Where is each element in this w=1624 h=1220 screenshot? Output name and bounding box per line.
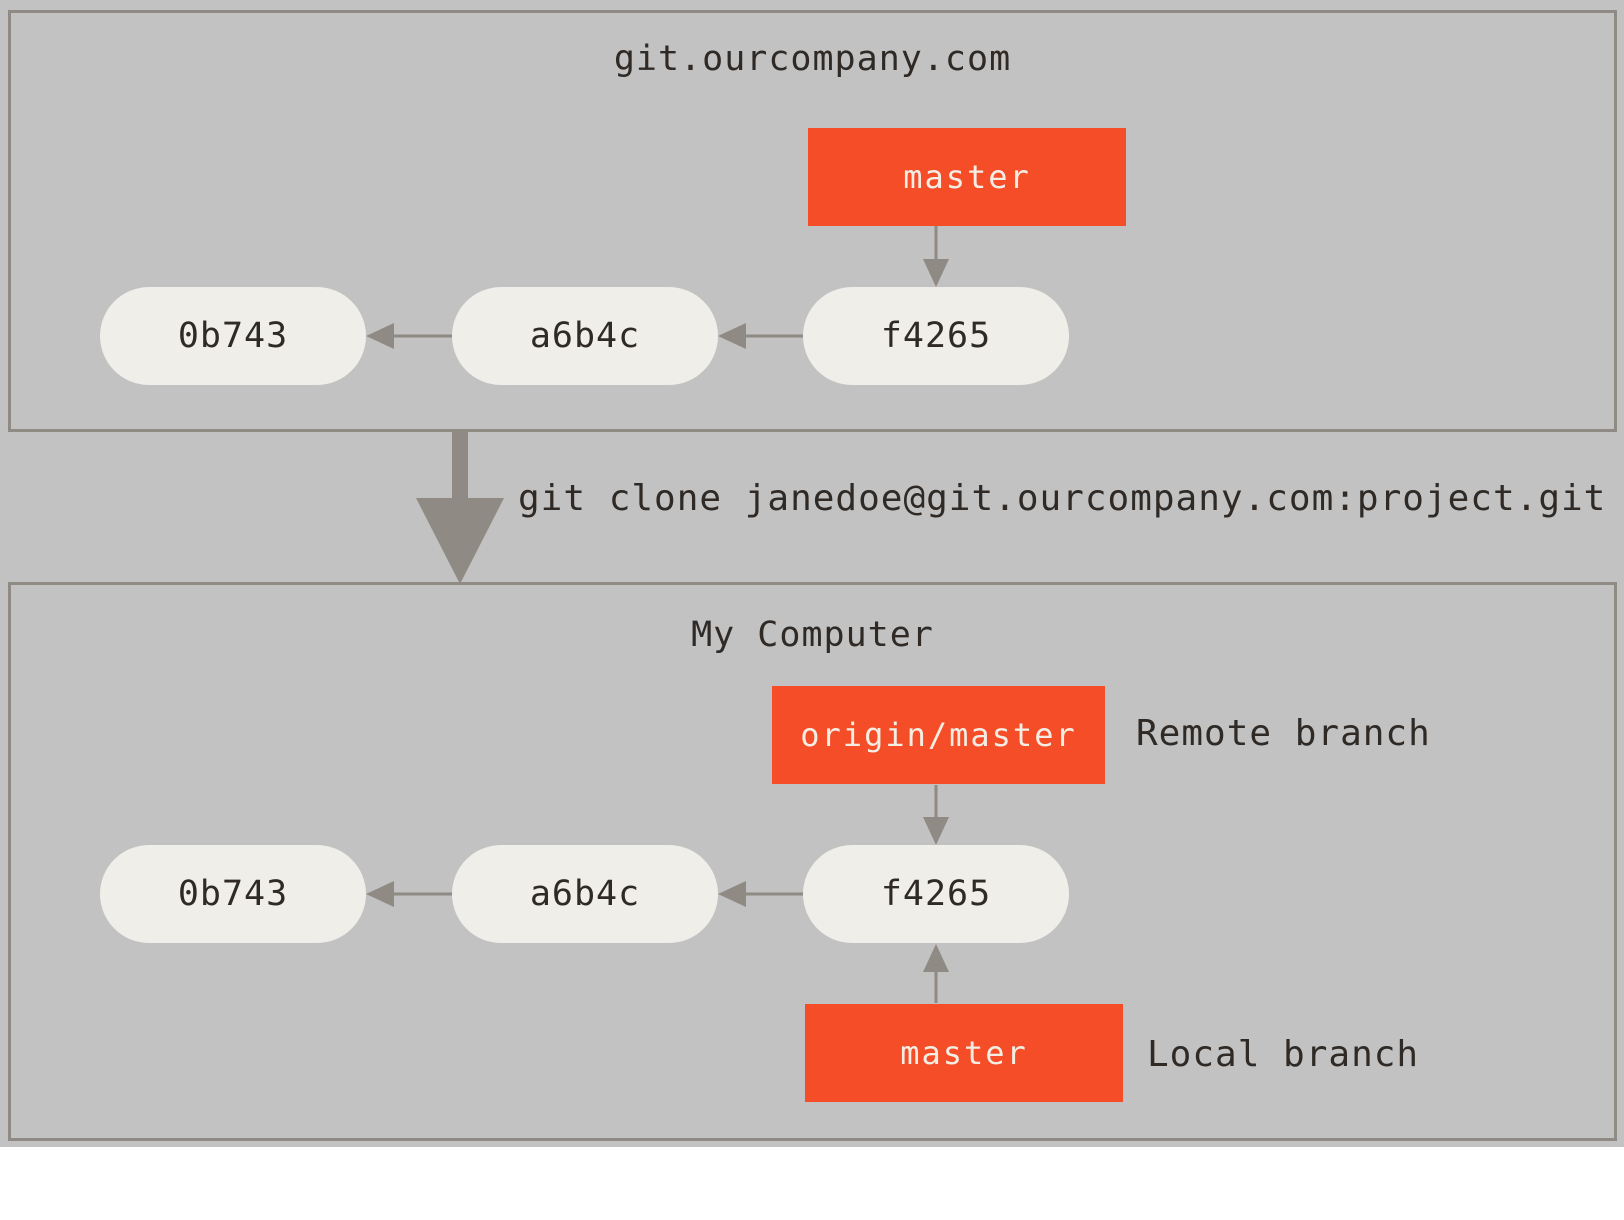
clone-down-arrow bbox=[416, 432, 504, 584]
remote-commit-a6b4c[interactable]: a6b4c bbox=[452, 287, 718, 385]
remote-commit-arrow-1 bbox=[366, 323, 452, 349]
remote-branch-note: Remote branch bbox=[1136, 713, 1431, 754]
remote-server-title: git.ourcompany.com bbox=[613, 39, 1012, 79]
origin-master-pointer-arrow bbox=[923, 785, 949, 845]
local-master-pointer-arrow bbox=[923, 944, 949, 1003]
origin-master-branch[interactable]: origin/master bbox=[772, 686, 1105, 784]
remote-master-branch[interactable]: master bbox=[808, 128, 1126, 226]
remote-master-pointer-arrow bbox=[923, 226, 949, 287]
arrows-layer bbox=[366, 226, 949, 1003]
remote-commit-arrow-2 bbox=[718, 323, 803, 349]
local-master-branch[interactable]: master bbox=[805, 1004, 1123, 1102]
remote-commit-f4265[interactable]: f4265 bbox=[803, 287, 1069, 385]
local-commit-f4265[interactable]: f4265 bbox=[803, 845, 1069, 943]
local-commit-0b743[interactable]: 0b743 bbox=[100, 845, 366, 943]
diagram-canvas: git.ourcompany.com My Computer bbox=[0, 0, 1624, 1147]
local-computer-title: My Computer bbox=[691, 615, 934, 655]
local-commit-a6b4c[interactable]: a6b4c bbox=[452, 845, 718, 943]
local-branch-note: Local branch bbox=[1147, 1034, 1420, 1075]
clone-command-text: git clone janedoe@git.ourcompany.com:pro… bbox=[518, 478, 1607, 519]
local-commit-arrow-2 bbox=[718, 881, 803, 907]
local-commit-arrow-1 bbox=[366, 881, 452, 907]
remote-commit-0b743[interactable]: 0b743 bbox=[100, 287, 366, 385]
